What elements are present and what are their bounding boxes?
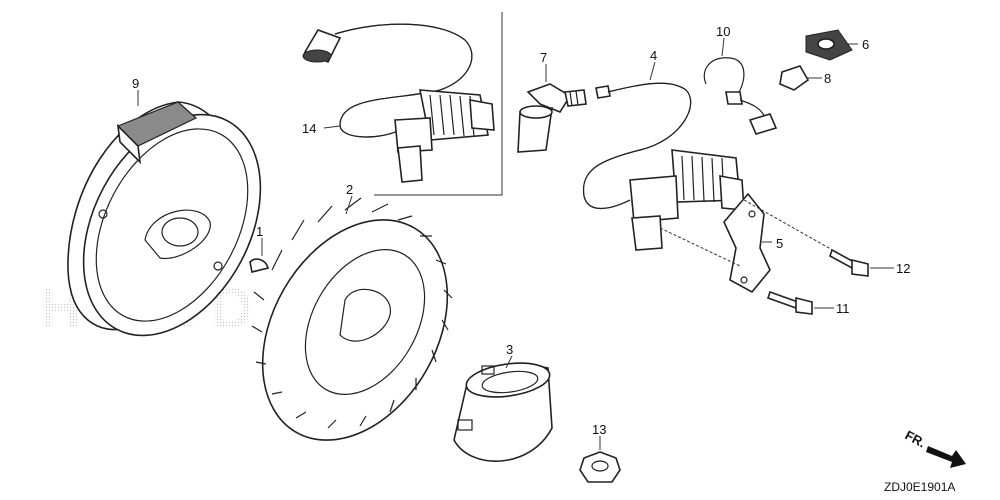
clip-part: [779, 65, 810, 91]
front-direction-label: FR.: [903, 427, 929, 450]
leader-lines: [137, 37, 894, 450]
front-direction-indicator: FR.: [903, 427, 966, 468]
callout-10: 10: [716, 24, 730, 39]
ignition-coil-inset-part: [302, 23, 495, 183]
callout-6: 6: [862, 37, 869, 52]
grommet-part: [805, 29, 853, 61]
bolt-12-part: [829, 248, 869, 277]
ground-wire-part: [703, 57, 778, 135]
cooling-fan-part: [251, 197, 453, 441]
drawing-code: ZDJ0E1901A: [884, 480, 955, 494]
callout-7: 7: [540, 50, 547, 65]
flywheel-part: [67, 101, 262, 337]
spark-plug-cap-part: [517, 83, 587, 153]
ignition-coil-part: [582, 82, 745, 251]
woodruff-key-part: [249, 258, 269, 273]
callout-1: 1: [256, 224, 263, 239]
callout-labels: 1 2 3 4 5 6 7 8 9 10 11 12 13 14: [132, 24, 910, 437]
collar-part: [453, 362, 553, 462]
callout-2: 2: [346, 182, 353, 197]
callout-9: 9: [132, 76, 139, 91]
callout-4: 4: [650, 48, 657, 63]
callout-13: 13: [592, 422, 606, 437]
callout-14: 14: [302, 121, 316, 136]
inset-frame: [374, 12, 503, 196]
callout-12: 12: [896, 261, 910, 276]
stop-switch-plate-part: [723, 192, 771, 294]
callout-11: 11: [836, 301, 850, 316]
callout-3: 3: [506, 342, 513, 357]
flange-nut-part: [579, 451, 621, 483]
bolt-11-part: [766, 290, 813, 315]
callout-5: 5: [776, 236, 783, 251]
callout-8: 8: [824, 71, 831, 86]
front-arrow-icon: [926, 446, 966, 468]
